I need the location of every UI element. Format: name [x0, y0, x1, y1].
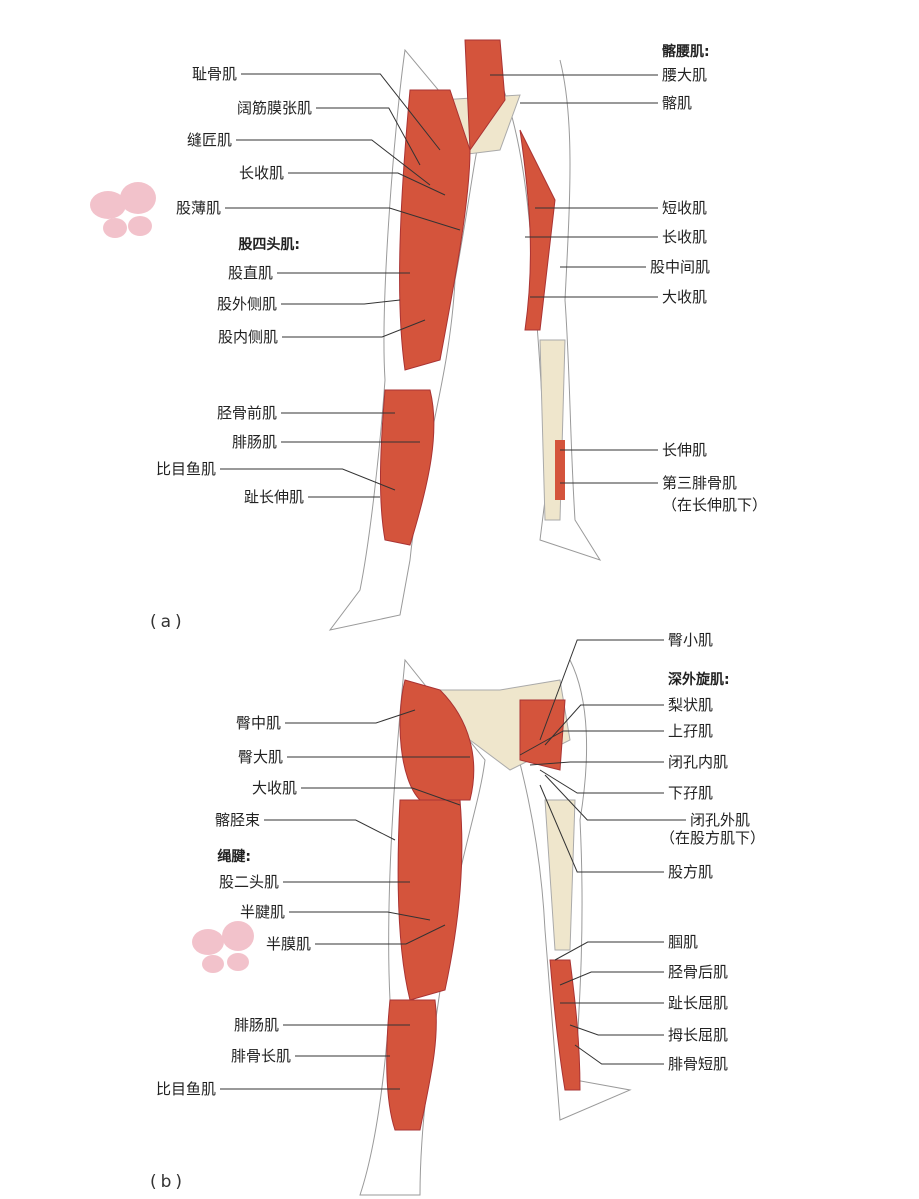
leader-line [569, 1024, 664, 1036]
leader-line [301, 787, 461, 806]
muscle-group-heading: 股四头肌: [238, 237, 300, 253]
muscle-label: （在股方肌下） [660, 829, 766, 847]
leader-line [529, 761, 664, 766]
leader-line [225, 207, 461, 231]
muscle-label: 耻骨肌 [191, 65, 237, 83]
muscle-label: 臀小肌 [668, 631, 714, 649]
muscle-label: 长伸肌 [662, 441, 708, 459]
muscle-label: 大收肌 [251, 779, 297, 797]
muscle-label: 臀中肌 [235, 714, 281, 732]
panel-tag: (a) [150, 612, 186, 632]
leader-line [281, 299, 401, 305]
muscle-label: 梨状肌 [668, 696, 714, 714]
muscle-label: 半腱肌 [239, 903, 285, 921]
leader-line [519, 730, 664, 756]
muscle-label: 拇长屈肌 [668, 1026, 729, 1044]
muscle-label: 长收肌 [662, 228, 708, 246]
leader-line [289, 911, 431, 921]
muscle-label: 股内侧肌 [217, 328, 278, 346]
muscle-label: 腓肠肌 [233, 1016, 279, 1034]
muscle-label: 股外侧肌 [216, 295, 277, 313]
muscle-label: 髂肌 [662, 94, 693, 112]
muscle-label: 腰大肌 [662, 66, 708, 84]
anterior-leg-figure [328, 39, 602, 631]
muscle-label: 上孖肌 [668, 722, 714, 740]
leader-line [544, 704, 664, 746]
leader-line [315, 924, 446, 945]
muscle-label: 第三腓骨肌 [662, 474, 738, 492]
muscle-label: 股薄肌 [175, 199, 221, 217]
muscle-label: 比目鱼肌 [155, 1080, 216, 1098]
muscle-group-heading: 深外旋肌: [668, 672, 730, 688]
muscle-label: 股方肌 [668, 863, 714, 881]
butterfly-decoration [90, 182, 156, 238]
butterfly-decoration [192, 921, 254, 973]
panel-tag: (b) [150, 1172, 187, 1192]
leader-line [554, 941, 664, 961]
muscle-label: 下孖肌 [668, 784, 714, 802]
muscle-label: （在长伸肌下） [662, 496, 768, 514]
muscle-label: 胫骨前肌 [216, 404, 277, 422]
muscle-label: 闭孔内肌 [668, 753, 729, 771]
muscle-label: 股二头肌 [218, 873, 279, 891]
muscle-label: 腓肠肌 [231, 433, 277, 451]
leader-line [282, 319, 426, 338]
muscle-group-heading: 髂腰肌: [662, 44, 710, 60]
muscle-label: 髂胫束 [214, 811, 260, 829]
leader-line [539, 639, 664, 741]
muscle-label: 短收肌 [662, 199, 708, 217]
leader-line [220, 468, 396, 491]
leader-line [288, 172, 446, 196]
posterior-leg-figure [359, 658, 632, 1196]
muscle-label: 缝匠肌 [186, 131, 232, 149]
leader-line [316, 107, 421, 166]
muscle-label: 大收肌 [662, 288, 708, 306]
leader-line [236, 139, 431, 186]
muscle-label: 半膜肌 [265, 935, 311, 953]
leader-line [264, 819, 396, 841]
muscle-label: 股中间肌 [650, 258, 711, 276]
muscle-label: 趾长伸肌 [243, 488, 304, 506]
muscle-label: 腘肌 [668, 933, 699, 951]
muscle-label: 长收肌 [238, 164, 284, 182]
muscle-label: 阔筋膜张肌 [236, 99, 312, 117]
leader-line [539, 769, 664, 794]
leader-line [241, 73, 441, 151]
leader-line [285, 709, 416, 724]
muscle-label: 趾长屈肌 [668, 994, 729, 1012]
leader-line [544, 774, 686, 821]
muscle-label: 臀大肌 [237, 748, 283, 766]
muscle-label: 比目鱼肌 [155, 460, 216, 478]
muscle-label: 腓骨长肌 [230, 1047, 291, 1065]
leader-line [539, 784, 664, 873]
leader-line [559, 971, 664, 986]
muscle-label: 股直肌 [227, 264, 273, 282]
muscle-label: 闭孔外肌 [690, 811, 751, 829]
leader-line [574, 1044, 664, 1065]
muscle-label: 腓骨短肌 [668, 1055, 729, 1073]
muscle-group-heading: 绳腱: [217, 849, 251, 865]
muscle-label: 胫骨后肌 [668, 963, 729, 981]
